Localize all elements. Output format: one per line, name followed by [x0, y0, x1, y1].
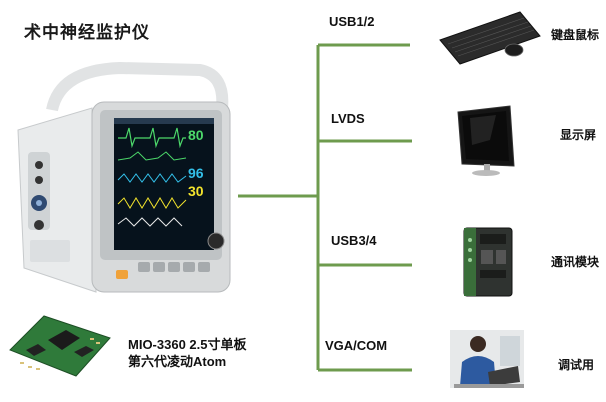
device-label-comm-module: 通讯模块 — [551, 255, 600, 269]
device-label-display: 显示屏 — [560, 128, 597, 142]
board-label: MIO-3360 2.5寸单板 第六代凌动Atom — [128, 336, 247, 370]
diagram-title: 术中神经监护仪 — [24, 23, 150, 42]
port-label-lvds: LVDS — [331, 111, 365, 126]
readout-spo2: 96 — [188, 165, 204, 181]
device-label-debug: 调试用 — [558, 358, 595, 372]
board-label-line2: 第六代凌动Atom — [128, 354, 227, 369]
port-label-usb34: USB3/4 — [331, 233, 377, 248]
port-label-vgacom: VGA/COM — [325, 338, 388, 353]
device-label-keyboard-mouse: 键盘鼠标 — [551, 28, 600, 42]
readout-resp: 30 — [188, 183, 204, 199]
readout-hr: 80 — [188, 127, 204, 143]
port-label-usb12: USB1/2 — [329, 14, 375, 29]
board-label-line1: MIO-3360 2.5寸单板 — [128, 337, 247, 352]
